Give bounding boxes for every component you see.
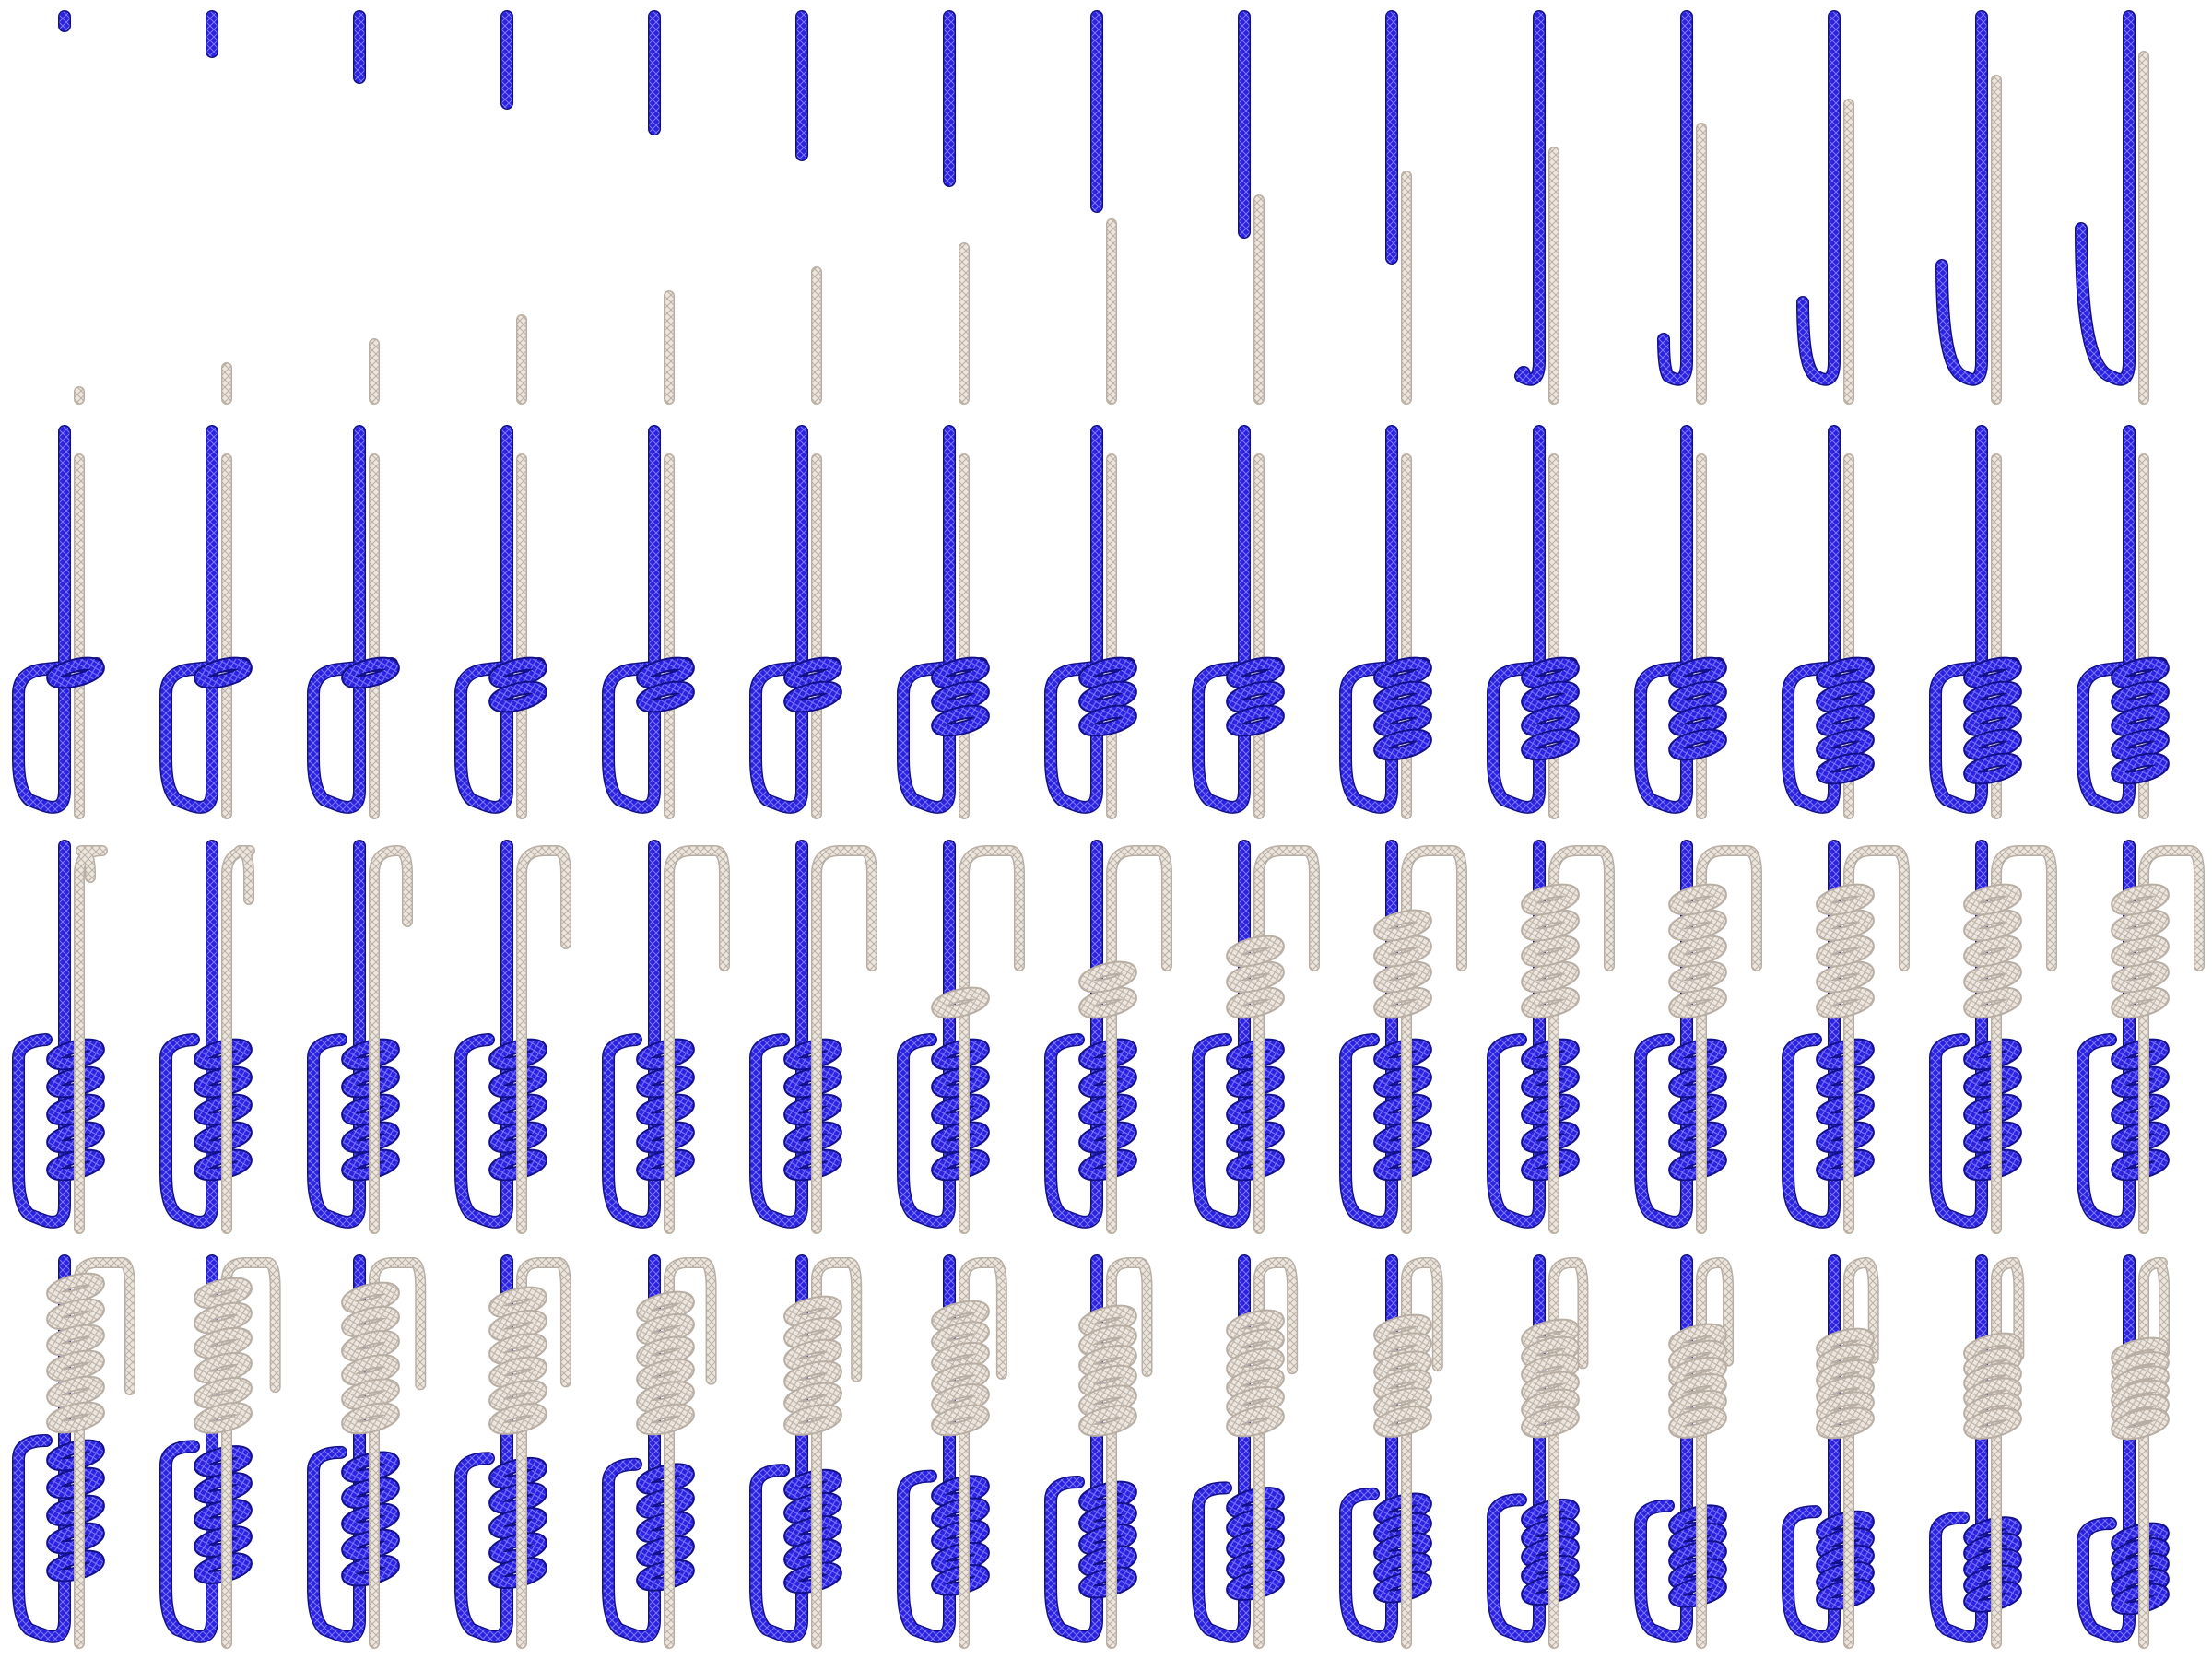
- frame-47: [166, 1261, 276, 1643]
- frame-28: [1788, 431, 1869, 814]
- frame-21: [756, 431, 837, 814]
- blue-rope: [1803, 17, 1834, 380]
- frame-35: [608, 846, 724, 1229]
- frame-38: [1051, 846, 1167, 1229]
- frame-36: [756, 846, 872, 1229]
- frame-15: [2081, 17, 2144, 399]
- frame-60: [2083, 1261, 2164, 1643]
- frame-44: [1936, 846, 2052, 1229]
- frame-40: [1346, 846, 1462, 1229]
- frame-58: [1788, 1261, 1874, 1643]
- frame-34: [461, 846, 566, 1229]
- frame-53: [1051, 1261, 1147, 1643]
- frame-57: [1641, 1261, 1728, 1643]
- frame-59: [1936, 1261, 2018, 1643]
- frame-18: [313, 431, 394, 814]
- frame-3: [359, 17, 374, 399]
- frame-32: [166, 846, 250, 1229]
- blue-rope: [1051, 431, 1129, 807]
- frame-5: [654, 17, 669, 399]
- frame-16: [18, 431, 100, 814]
- frame-23: [1051, 431, 1132, 814]
- frame-50: [608, 1261, 712, 1643]
- blue-rope: [313, 431, 392, 807]
- frame-27: [1641, 431, 1722, 814]
- frame-13: [1803, 17, 1849, 399]
- blue-rope: [2081, 17, 2129, 380]
- frame-55: [1346, 1261, 1438, 1643]
- frame-24: [1198, 431, 1279, 814]
- frame-6: [802, 17, 817, 399]
- frame-25: [1346, 431, 1427, 814]
- frame-2: [212, 17, 227, 399]
- frame-45: [2083, 846, 2199, 1229]
- blue-rope: [18, 431, 97, 807]
- blue-rope: [1521, 17, 1539, 380]
- frame-48: [313, 1261, 420, 1643]
- frame-26: [1493, 431, 1574, 814]
- frame-39: [1198, 846, 1314, 1229]
- frame-12: [1664, 17, 1701, 399]
- frame-43: [1788, 846, 1904, 1229]
- frame-1: [65, 17, 79, 399]
- frame-17: [166, 431, 247, 814]
- frame-29: [1936, 431, 2017, 814]
- frame-20: [608, 431, 689, 814]
- frame-4: [507, 17, 522, 399]
- blue-rope: [1198, 431, 1277, 807]
- frame-54: [1198, 1261, 1292, 1643]
- blue-rope: [608, 431, 687, 807]
- frame-33: [313, 846, 407, 1229]
- blue-rope: [1664, 17, 1687, 380]
- frame-7: [949, 17, 964, 399]
- frame-52: [903, 1261, 1002, 1643]
- blue-rope: [756, 431, 834, 807]
- blue-rope: [1942, 17, 1982, 380]
- frame-51: [756, 1261, 856, 1643]
- frame-22: [903, 431, 984, 814]
- frame-19: [461, 431, 542, 814]
- frame-10: [1392, 17, 1406, 399]
- blue-rope: [461, 431, 539, 807]
- frame-9: [1244, 17, 1259, 399]
- frame-30: [2083, 431, 2164, 814]
- frame-grid: [18, 17, 2199, 1643]
- frame-8: [1097, 17, 1112, 399]
- frame-56: [1493, 1261, 1583, 1643]
- frame-11: [1521, 17, 1554, 399]
- frame-14: [1942, 17, 1996, 399]
- frame-41: [1493, 846, 1609, 1229]
- frame-46: [18, 1261, 130, 1643]
- frame-42: [1641, 846, 1757, 1229]
- blue-rope: [166, 431, 244, 807]
- blue-rope: [903, 431, 982, 807]
- frame-49: [461, 1261, 566, 1643]
- frame-31: [18, 846, 102, 1229]
- frame-37: [903, 846, 1019, 1229]
